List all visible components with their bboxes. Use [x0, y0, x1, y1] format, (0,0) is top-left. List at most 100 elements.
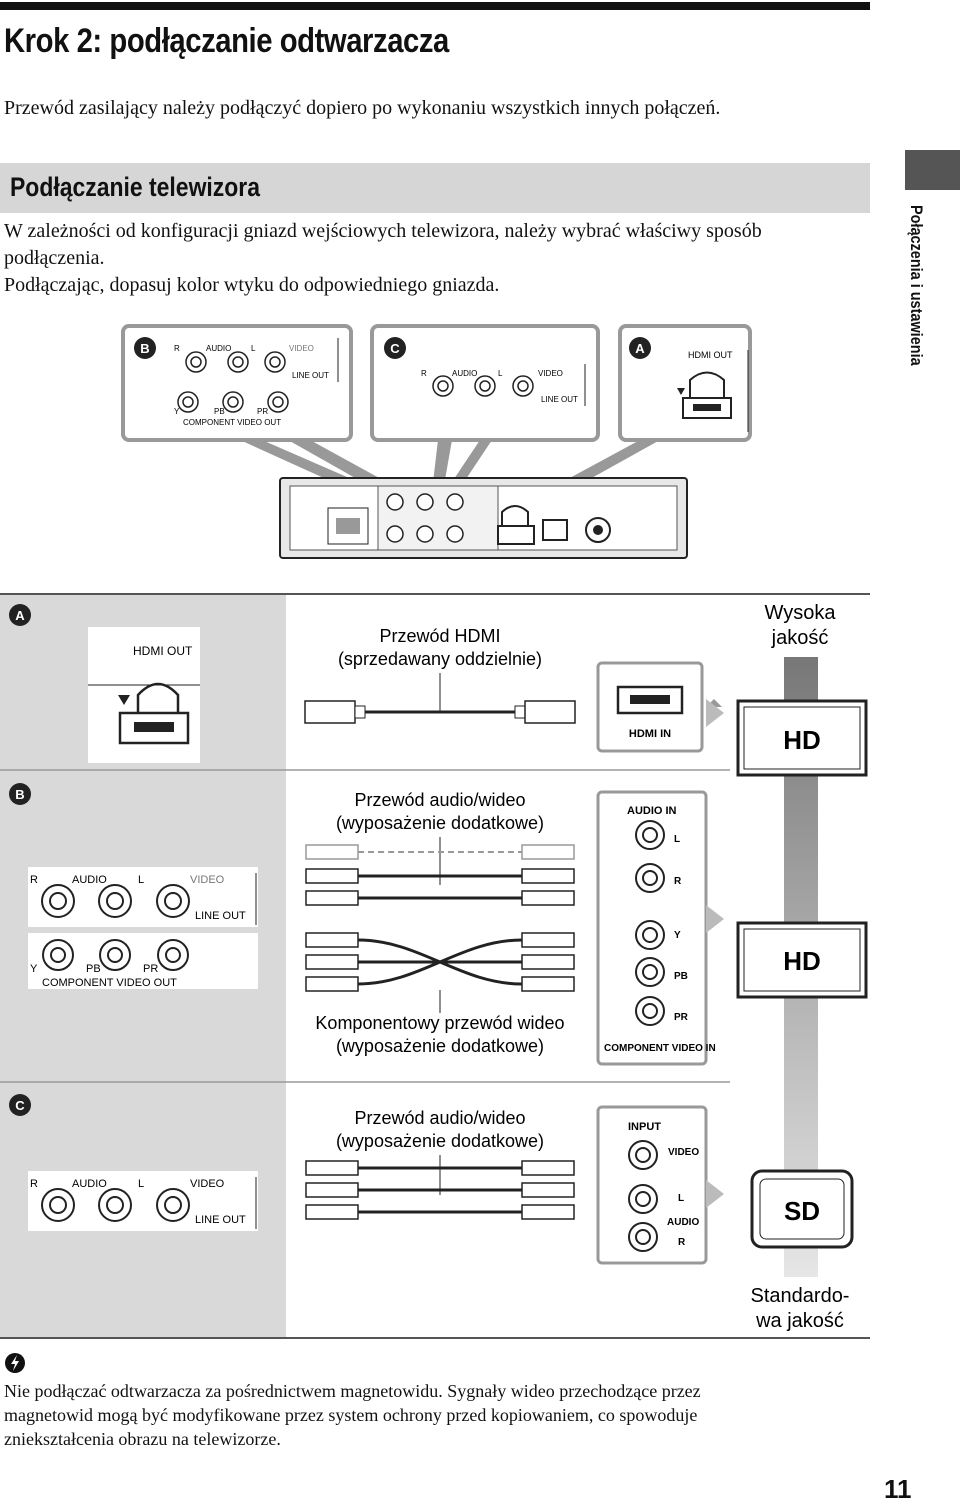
svg-text:HD: HD: [783, 946, 821, 976]
svg-text:Y: Y: [174, 407, 180, 416]
component-out-jacks: Y PB PR COMPONENT VIDEO OUT: [28, 933, 258, 989]
svg-text:Przewód HDMI: Przewód HDMI: [379, 626, 500, 646]
section-heading: Podłączanie telewizora: [10, 172, 260, 202]
quality-high-1: Wysoka: [765, 602, 837, 624]
section-text-1: W zależności od konfiguracji gniazd wejś…: [4, 220, 762, 242]
svg-text:SD: SD: [784, 1196, 820, 1226]
svg-text:R: R: [674, 876, 682, 887]
svg-text:PR: PR: [143, 963, 158, 975]
svg-text:L: L: [138, 874, 144, 886]
svg-text:INPUT: INPUT: [628, 1121, 661, 1133]
svg-text:R: R: [30, 874, 38, 886]
chart-bottom-rule: [0, 1337, 870, 1339]
comp-cable-label-1: Komponentowy przewód wideo: [315, 1013, 564, 1033]
rear-panel-diagram: B R AUDIO L VIDEO LINE OUT Y PB PR COMPO…: [121, 324, 752, 559]
svg-text:COMPONENT VIDEO IN: COMPONENT VIDEO IN: [604, 1043, 716, 1054]
svg-text:R: R: [174, 344, 180, 353]
svg-text:PR: PR: [257, 407, 268, 416]
quality-high-2: jakość: [771, 627, 829, 649]
svg-text:LINE OUT: LINE OUT: [195, 1214, 246, 1226]
tip-line-1: Nie podłączać odtwarzacza za pośrednictw…: [4, 1381, 701, 1401]
svg-text:AUDIO: AUDIO: [72, 1178, 107, 1190]
svg-text:HDMI IN: HDMI IN: [629, 728, 671, 740]
av-cable-label-2: (wyposażenie dodatkowe): [336, 813, 544, 833]
svg-text:Y: Y: [674, 930, 681, 941]
section-text-3: Podłączając, dopasuj kolor wtyku do odpo…: [4, 274, 500, 296]
hdmi-in-jack: HDMI IN: [596, 661, 724, 753]
svg-text:R: R: [30, 1178, 38, 1190]
intro-text: Przewód zasilający należy podłączyć dopi…: [4, 97, 721, 119]
callout-b: B R AUDIO L VIDEO LINE OUT Y PB PR COMPO…: [121, 324, 353, 442]
svg-text:PR: PR: [674, 1012, 689, 1023]
av-cable-label-1: Przewód audio/wideo: [354, 790, 525, 810]
tv-sd: SD: [750, 1169, 854, 1249]
hdmi-out-jack: HDMI OUT: [88, 627, 200, 763]
tv-hd-1: HD: [736, 699, 868, 777]
svg-text:R: R: [421, 369, 427, 378]
marker-c: C: [390, 341, 400, 356]
page-title: Krok 2: podłączanie odtwarzacza: [4, 22, 449, 60]
input-jacks: INPUT VIDEO L AUDIO R: [596, 1105, 708, 1265]
svg-text:HDMI OUT: HDMI OUT: [133, 644, 193, 658]
svg-text:COMPONENT VIDEO OUT: COMPONENT VIDEO OUT: [42, 977, 177, 989]
svg-text:PB: PB: [86, 963, 101, 975]
svg-text:AUDIO: AUDIO: [452, 369, 477, 378]
quality-std-2: wa jakość: [755, 1310, 844, 1332]
hdmi-cable: Przewód HDMI (sprzedawany oddzielnie): [304, 626, 576, 724]
side-tab-marker: [905, 150, 960, 190]
line-out-jacks-b: R AUDIO L VIDEO LINE OUT: [28, 867, 258, 927]
svg-text:(sprzedawany oddzielnie): (sprzedawany oddzielnie): [338, 649, 542, 669]
av-cable-b: [305, 844, 575, 906]
connection-chart: A HDMI OUT Przewód HDMI (sprzedawany odd…: [0, 602, 868, 1332]
row-marker-a: A: [15, 608, 25, 623]
marker-b: B: [140, 341, 149, 356]
tip-line-3: zniekształcenia obrazu na telewizorze.: [4, 1429, 281, 1449]
player-rear-panel: [279, 477, 688, 559]
svg-text:VIDEO: VIDEO: [538, 369, 563, 378]
top-rule: [0, 2, 870, 10]
page-number: 11: [884, 1474, 912, 1504]
svg-text:COMPONENT VIDEO OUT: COMPONENT VIDEO OUT: [183, 418, 281, 427]
hint-icon: [5, 1353, 25, 1373]
svg-text:LINE OUT: LINE OUT: [541, 395, 578, 404]
callout-a: A HDMI OUT: [618, 324, 752, 442]
av-cable-c-label-1: Przewód audio/wideo: [354, 1108, 525, 1128]
svg-text:L: L: [674, 834, 680, 845]
chart-top-rule: [0, 593, 870, 595]
component-cable: [305, 932, 575, 992]
svg-text:L: L: [498, 369, 503, 378]
svg-text:L: L: [138, 1178, 144, 1190]
svg-text:AUDIO: AUDIO: [72, 874, 107, 886]
svg-text:Y: Y: [30, 963, 38, 975]
comp-cable-label-2: (wyposażenie dodatkowe): [336, 1036, 544, 1056]
svg-text:L: L: [678, 1193, 684, 1204]
svg-text:HDMI OUT: HDMI OUT: [688, 350, 733, 360]
line-out-jacks-c: R AUDIO L VIDEO LINE OUT: [28, 1171, 258, 1231]
svg-text:R: R: [678, 1237, 686, 1248]
row-marker-c: C: [15, 1098, 25, 1113]
svg-text:VIDEO: VIDEO: [289, 344, 314, 353]
svg-text:LINE OUT: LINE OUT: [292, 371, 329, 380]
section-text-2: podłączenia.: [4, 247, 105, 269]
svg-text:AUDIO: AUDIO: [206, 344, 231, 353]
marker-a: A: [635, 341, 645, 356]
av-cable-c-label-2: (wyposażenie dodatkowe): [336, 1131, 544, 1151]
svg-text:AUDIO: AUDIO: [667, 1217, 699, 1228]
svg-text:L: L: [251, 344, 256, 353]
svg-text:VIDEO: VIDEO: [668, 1147, 699, 1158]
svg-text:PB: PB: [214, 407, 225, 416]
tv-hd-2: HD: [736, 921, 868, 999]
av-cable-c: [305, 1160, 575, 1220]
quality-std-1: Standardo-: [751, 1285, 850, 1307]
callout-c: C R AUDIO L VIDEO LINE OUT: [370, 324, 600, 442]
svg-text:VIDEO: VIDEO: [190, 874, 225, 886]
svg-text:PB: PB: [674, 971, 688, 982]
svg-text:LINE OUT: LINE OUT: [195, 910, 246, 922]
section-heading-bar: [0, 163, 870, 213]
tip-line-2: magnetowid mogą być modyfikowane przez s…: [4, 1405, 698, 1425]
svg-text:HD: HD: [783, 725, 821, 755]
row-marker-b: B: [15, 787, 24, 802]
svg-text:AUDIO IN: AUDIO IN: [627, 805, 677, 817]
audio-component-in-jacks: AUDIO IN L R Y PB PR COMPONENT VIDEO IN: [596, 790, 716, 1066]
svg-text:VIDEO: VIDEO: [190, 1178, 225, 1190]
